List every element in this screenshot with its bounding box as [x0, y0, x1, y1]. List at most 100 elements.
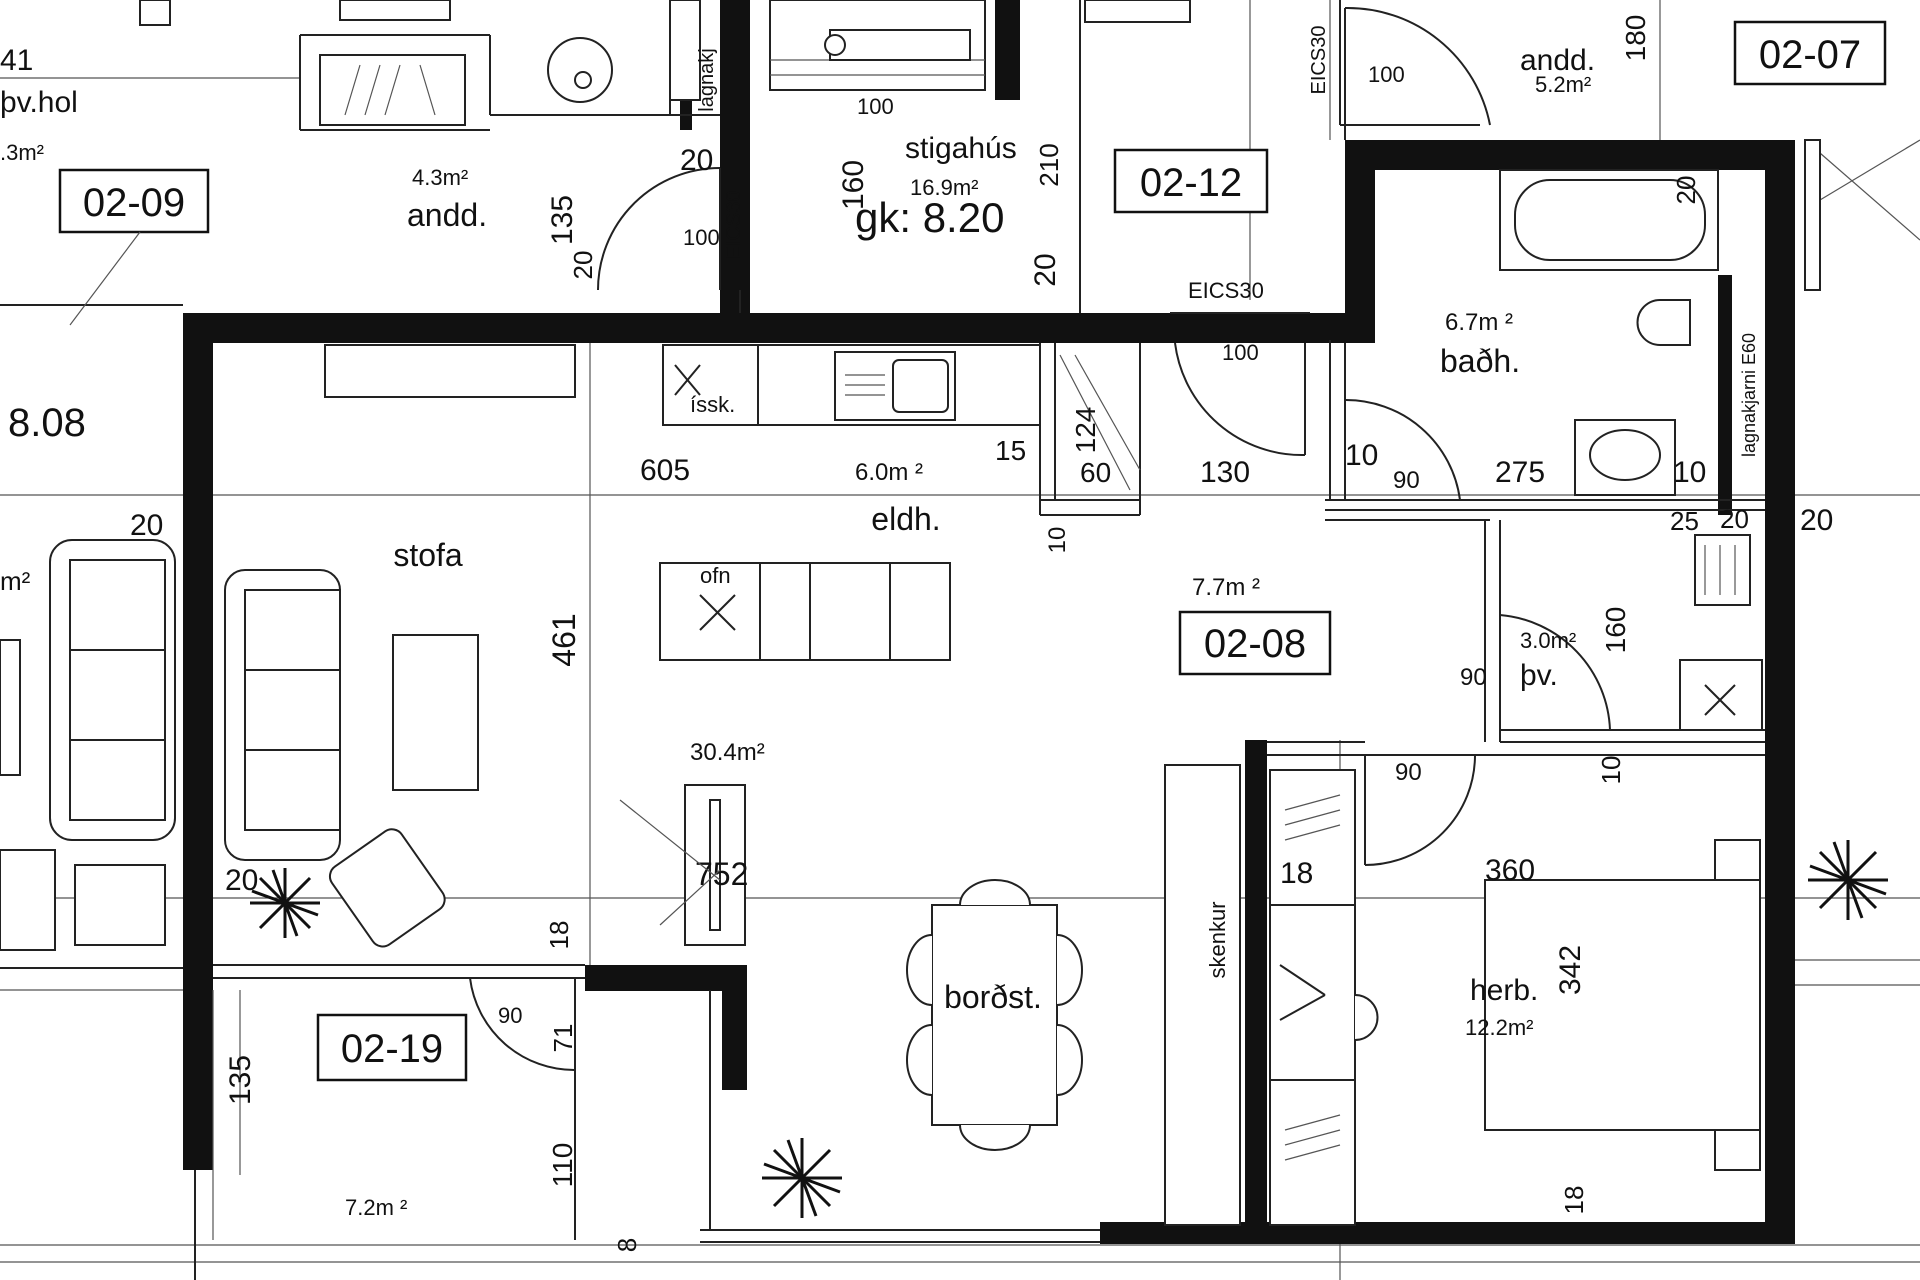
plant-icon	[762, 1138, 842, 1218]
dim-10a: 10	[1345, 439, 1378, 472]
sideboard	[1164, 764, 1241, 1226]
area-stofa: 30.4m²	[690, 739, 765, 766]
dim-605: 605	[640, 454, 690, 487]
fire-ratings: EICS30 EICS30 EICS30	[723, 26, 1330, 303]
dim-342: 342	[1554, 945, 1587, 995]
dim-752: 752	[695, 856, 748, 892]
room-id-0209: 02-09	[83, 181, 185, 225]
area-left-top: .3m²	[0, 140, 44, 165]
armchair	[328, 828, 446, 948]
label-lagnakjarni-left: lagnakj	[696, 48, 718, 111]
area-badh: 6.7m ²	[1445, 309, 1513, 336]
dim-90d: 90	[498, 1003, 522, 1028]
dim-135b: 135	[546, 195, 579, 245]
fire-rating-b: EICS30	[1308, 26, 1330, 95]
plants	[250, 840, 1888, 1218]
room-id-main: 02-08	[1204, 622, 1306, 666]
dimensions: 605 15 124 60 130 10 90 275 10 25 20 20 …	[130, 15, 1833, 1253]
area-andd-left: 4.3m²	[412, 165, 468, 190]
walls	[183, 0, 1795, 1244]
dim-100a: 100	[683, 225, 720, 250]
dim-100c: 100	[1222, 340, 1259, 365]
dim-275: 275	[1495, 456, 1545, 489]
plant-icon	[250, 868, 320, 938]
dim-20h: 20	[1720, 504, 1749, 534]
label-eldh: eldh.	[871, 501, 940, 537]
room-labels: stofa eldh. borðst. herb. baðh. þv. andd…	[0, 44, 1759, 1015]
dryer	[1679, 659, 1763, 731]
plant-icon	[1808, 840, 1888, 920]
area-eldh: 6.0m ²	[855, 459, 923, 486]
dim-25: 25	[1670, 506, 1699, 536]
dim-110: 110	[547, 1143, 578, 1188]
area-andd-right: 5.2m²	[1535, 72, 1591, 97]
dim-160b: 160	[837, 160, 870, 210]
label-badh: baðh.	[1440, 343, 1520, 379]
dim-71: 71	[548, 1024, 578, 1053]
area-0219: 7.2m ²	[345, 1195, 407, 1220]
label-thv: þv.	[1520, 659, 1558, 692]
fire-rating-a: EICS30	[723, 191, 745, 260]
washing-machine	[1694, 534, 1751, 606]
label-bord: borðst.	[944, 979, 1042, 1015]
dim-135a: 135	[224, 1055, 257, 1105]
furniture	[0, 0, 1821, 1240]
leader-lines	[69, 231, 721, 926]
doors	[469, 6, 1611, 1072]
dim-100d: 100	[1368, 62, 1405, 87]
dim-90a: 90	[1393, 467, 1420, 494]
dim-8: 8	[612, 1238, 642, 1252]
dim-10c: 10	[1044, 527, 1071, 554]
bed	[1484, 879, 1761, 1131]
label-left-num: 8.08	[8, 401, 86, 445]
label-thvhol: þv.hol	[0, 86, 78, 119]
dim-20a: 20	[1800, 504, 1833, 537]
label-herb: herb.	[1470, 974, 1538, 1007]
coffee-table	[392, 634, 479, 791]
dim-15: 15	[995, 435, 1026, 466]
fire-rating-c: EICS30	[1188, 278, 1264, 303]
label-stigahus: stigahús	[905, 132, 1017, 165]
dim-130: 130	[1200, 456, 1250, 489]
label-stofa: stofa	[393, 537, 463, 573]
dim-360: 360	[1485, 854, 1535, 887]
room-id-0212: 02-12	[1140, 161, 1242, 205]
area-stigahus: 16.9m²	[910, 175, 978, 200]
dim-180: 180	[1620, 15, 1651, 62]
dim-160a: 160	[1600, 607, 1631, 654]
dim-90c: 90	[1395, 759, 1422, 786]
tv-cabinet	[324, 344, 576, 398]
dim-100b: 100	[857, 94, 894, 119]
dim-20d: 20	[680, 144, 713, 177]
dim-20c: 20	[225, 864, 258, 897]
dim-20g: 20	[1671, 176, 1701, 205]
dim-124: 124	[1070, 407, 1101, 454]
area-left-mid: m²	[0, 566, 31, 596]
dim-210: 210	[1034, 143, 1064, 186]
room-id-0207: 02-07	[1759, 33, 1861, 77]
toilet	[1636, 299, 1691, 346]
area-herb: 12.2m²	[1465, 1015, 1533, 1040]
area-hall: 7.7m ²	[1192, 574, 1260, 601]
dim-20b: 20	[130, 509, 163, 542]
dim-18c: 18	[1559, 1186, 1589, 1215]
dim-20f: 20	[568, 251, 598, 280]
label-issk: íssk.	[690, 392, 735, 417]
dim-461: 461	[546, 613, 582, 666]
label-ofn: ofn	[700, 563, 731, 588]
label-skenkur: skenkur	[1205, 901, 1230, 978]
dim-90b: 90	[1460, 664, 1487, 691]
label-lagnakjarni-right: lagnakjarni E60	[1739, 333, 1759, 457]
label-andd-right: andd.	[1520, 44, 1595, 77]
label-left-top-num: 41	[0, 44, 33, 77]
dim-18b: 18	[1280, 857, 1313, 890]
dim-10b: 10	[1673, 456, 1706, 489]
dim-20e: 20	[1029, 253, 1062, 286]
dim-18a: 18	[544, 921, 574, 950]
dim-10d: 10	[1596, 756, 1626, 785]
room-areas: 30.4m² 6.0m ² 7.7m ² 6.7m ² 3.0m² 12.2m²…	[0, 72, 1591, 1220]
room-id-boxes: 02-08 02-12 02-09 02-07 02-19	[58, 20, 1887, 1082]
wardrobe	[1269, 769, 1356, 1226]
room-id-0219: 02-19	[341, 1027, 443, 1071]
